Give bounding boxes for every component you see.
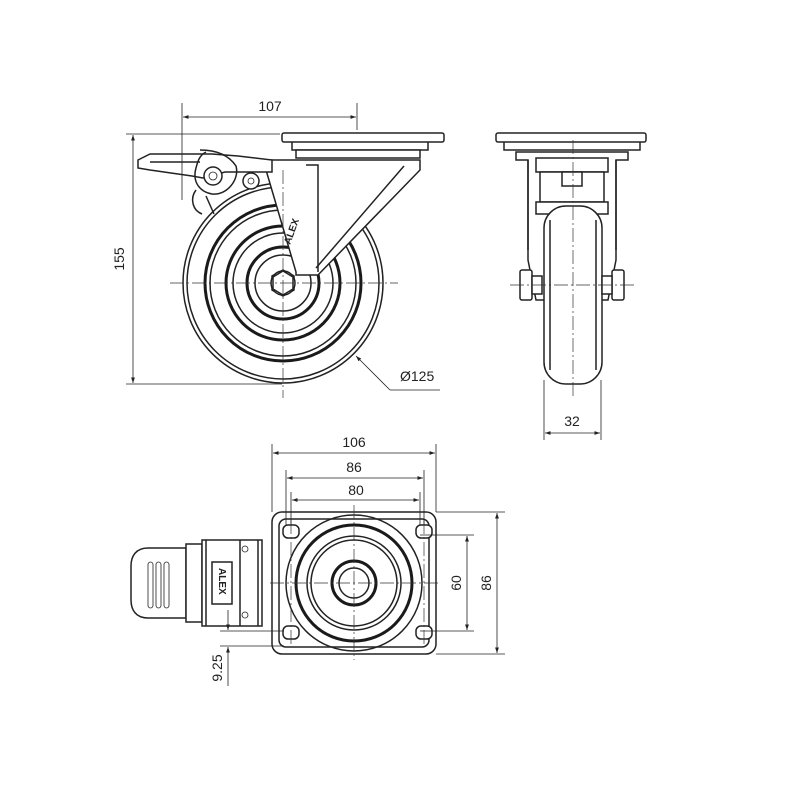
brake-pedal-top: ALEX <box>130 539 263 627</box>
dim-9-25: 9.25 <box>209 654 225 681</box>
dim-86-top: 86 <box>346 459 362 475</box>
fork-side <box>265 159 421 276</box>
dim-60: 60 <box>448 575 464 591</box>
top-view: ALEX 106 86 <box>130 434 505 686</box>
dim-107: 107 <box>258 98 282 114</box>
dim-155: 155 <box>111 247 127 271</box>
dim-32: 32 <box>564 413 580 429</box>
side-view: ALEX 107 155 Ø125 <box>111 98 445 398</box>
brake-lever-side <box>137 149 273 215</box>
brand-top: ALEX <box>216 568 227 595</box>
dim-106: 106 <box>342 434 366 450</box>
front-view: 32 <box>495 132 647 440</box>
top-plate-front <box>495 132 647 143</box>
dim-diameter-125: Ø125 <box>400 368 434 384</box>
dim-80: 80 <box>348 482 364 498</box>
top-plate-side <box>281 132 445 143</box>
dim-86-side: 86 <box>478 575 494 591</box>
